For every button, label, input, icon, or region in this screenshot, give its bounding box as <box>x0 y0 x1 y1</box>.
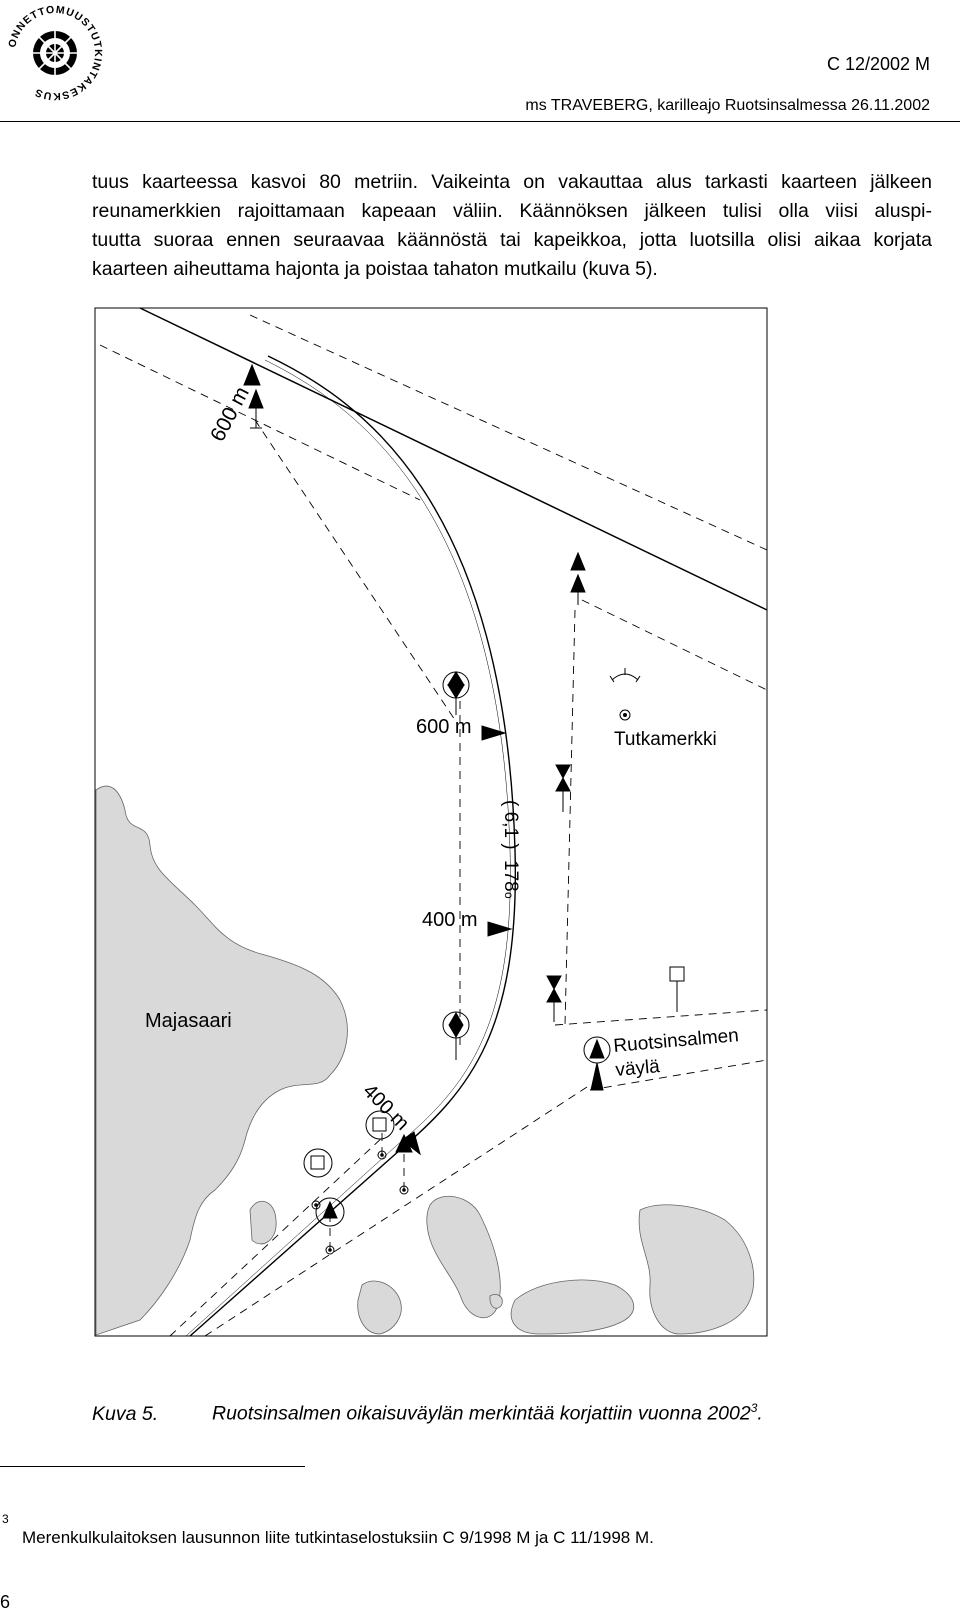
islet-1 <box>249 1200 277 1245</box>
hourglass-mark-2 <box>546 975 562 1022</box>
fairway-lines <box>99 307 768 1337</box>
square-beacon-lower-2 <box>303 1148 333 1210</box>
radar-mark-icon <box>609 668 641 721</box>
label-degree: o <box>502 892 516 899</box>
solid-leading-line <box>139 307 768 611</box>
fairway-chart: 600 m 600 m Tutkamerkki ( 6,1 ) 178 o 40… <box>94 307 768 1337</box>
label-depth: ( 6,1 ) <box>500 800 521 850</box>
accident-investigation-board-logo-icon: ONNETTOMUUSTUTKINTAKESKUS <box>6 4 103 102</box>
footnote-text: Merenkulkulaitoksen lausunnon liite tutk… <box>22 1528 654 1547</box>
majasaari-island <box>95 785 348 1336</box>
hourglass-mark-1 <box>555 764 571 812</box>
header-rule <box>0 121 960 122</box>
lateral-mark-600 <box>442 671 470 715</box>
caption-number: Kuva 5. <box>92 1402 159 1425</box>
document-code: C 12/2002 M <box>826 54 930 74</box>
square-beacon-right <box>669 966 685 1012</box>
islet-5 <box>638 1204 755 1335</box>
label-600m-rotated: 600 m <box>206 383 254 445</box>
footnote-mark: 3 <box>2 1512 9 1526</box>
caption-text: Ruotsinsalmen oikaisuväylän merkintää ko… <box>212 1402 751 1425</box>
caption-end: . <box>757 1402 763 1425</box>
footnote-rule <box>0 1466 305 1467</box>
body-line-4: kaarteen aiheuttama hajonta ja poistaa t… <box>92 258 658 280</box>
islet-3 <box>357 1280 402 1335</box>
label-bearing: 178 <box>500 860 521 892</box>
body-line-1: tuus kaarteessa kasvoi 80 metriin. Vaike… <box>92 171 932 193</box>
land-areas <box>95 785 755 1336</box>
label-tutkamerkki: Tutkamerkki <box>614 729 717 750</box>
label-vayla: väylä <box>615 1056 661 1081</box>
curved-track-edge <box>185 359 511 1337</box>
islet-4 <box>510 1279 635 1335</box>
body-paragraph: tuus kaarteessa kasvoi 80 metriin. Vaike… <box>92 168 932 284</box>
islet-6 <box>489 1294 503 1309</box>
document-subtitle: ms TRAVEBERG, karilleajo Ruotsinsalmessa… <box>525 97 930 114</box>
chart-frame <box>94 307 768 1337</box>
curved-track <box>189 355 517 1337</box>
dashed-fairway-limits <box>99 314 768 1337</box>
label-600m: 600 m <box>416 716 472 738</box>
lateral-mark-400 <box>442 1011 470 1060</box>
label-majasaari: Majasaari <box>145 1010 232 1032</box>
body-line-3: tuutta suoraa ennen seuraavaa käännöstä … <box>92 229 932 251</box>
distance-arrow-400 <box>487 921 513 937</box>
distance-arrow-400-rotated <box>401 1131 421 1156</box>
caption-footnote-ref[interactable]: 3 <box>750 1401 758 1415</box>
label-400m: 400 m <box>422 909 478 931</box>
square-beacon-lower-1 <box>365 1110 395 1160</box>
range-mark-right <box>570 551 586 605</box>
page-number: 6 <box>0 1592 11 1612</box>
body-line-2: reunamerkkien rajoittamaan kapeaan välii… <box>92 200 932 222</box>
figure-caption: Kuva 5. Ruotsinsalmen oikaisuväylän merki… <box>92 1401 763 1426</box>
islet-2 <box>426 1196 501 1319</box>
range-mark-top-left <box>243 363 264 429</box>
distance-arrow-600 <box>481 725 507 741</box>
navigation-marks <box>243 363 685 1255</box>
label-ruotsinsalmen: Ruotsinsalmen <box>613 1025 740 1057</box>
arrow-mark-bottom <box>315 1197 345 1255</box>
fairway-mark-ruotsinsalmi <box>583 1036 611 1091</box>
